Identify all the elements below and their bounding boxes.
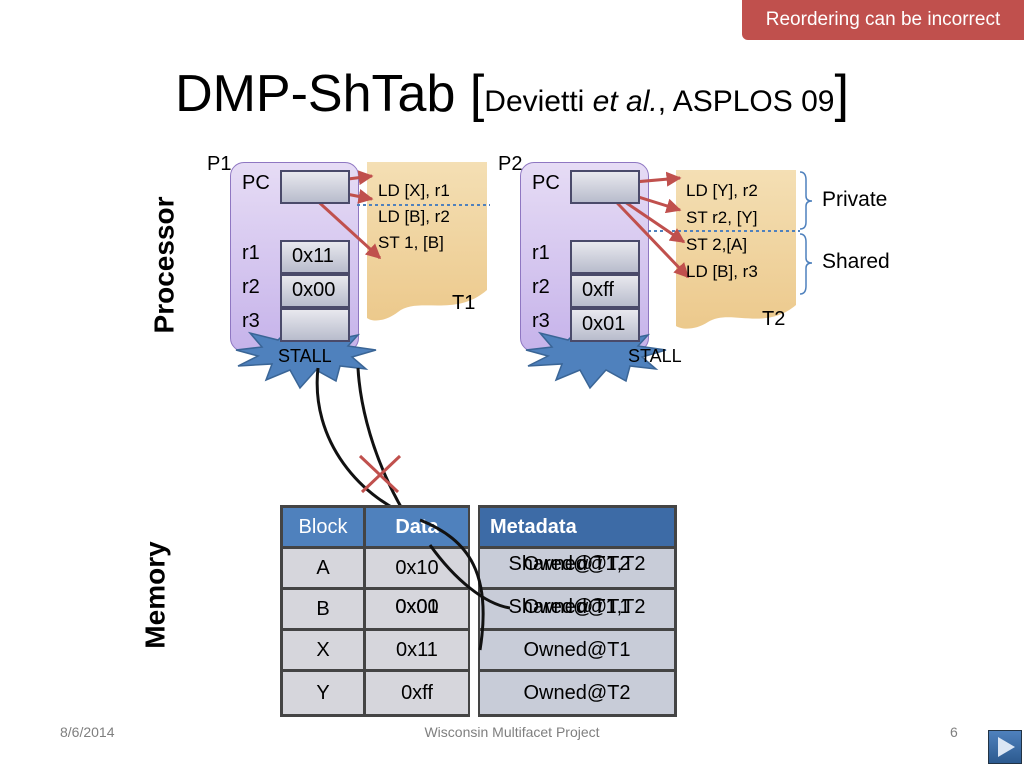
data-x: 0x11 — [366, 631, 468, 669]
t2-code-paper — [676, 170, 796, 329]
t1-code-line: LD [B], r2 — [378, 207, 450, 226]
slide-title: DMP-ShTab [Devietti et al., ASPLOS 09] — [175, 65, 849, 123]
p1-pc-label: PC — [242, 172, 270, 194]
p1-r2-register: 0x00 — [280, 274, 350, 308]
next-slide-button[interactable] — [988, 730, 1022, 764]
meta-x: Owned@T1 — [480, 631, 674, 669]
play-icon — [998, 737, 1015, 757]
p2-r3-register: 0x01 — [570, 308, 640, 342]
block-b: B — [283, 590, 363, 628]
p2-r2-register: 0xff — [570, 274, 640, 308]
private-bracket — [799, 171, 813, 230]
t2-code-line: ST r2, [Y] — [686, 208, 758, 227]
p2-label: P2 — [498, 153, 523, 175]
p2-r1-label: r1 — [532, 242, 550, 264]
p2-stall-label: STALL — [628, 346, 682, 366]
block-x: X — [283, 631, 363, 669]
t2-code-line: LD [Y], r2 — [686, 181, 758, 200]
t1-code-paper — [367, 162, 487, 321]
t2-code-line: ST 2,[A] — [686, 235, 748, 254]
private-label: Private — [822, 188, 888, 211]
page-number: 6 — [950, 724, 958, 740]
p1-label: P1 — [207, 153, 232, 175]
data-header: Data — [366, 508, 468, 546]
p1-r3-register — [280, 308, 350, 342]
block-y: Y — [283, 672, 363, 714]
reordering-badge: Reordering can be incorrect — [742, 0, 1024, 40]
shared-bracket — [799, 233, 813, 295]
t1-label: T1 — [452, 292, 476, 314]
memory-table-gap — [470, 505, 478, 717]
t2-label: T2 — [762, 308, 786, 330]
footer-date: 8/6/2014 — [60, 724, 115, 740]
p2-r2-label: r2 — [532, 276, 550, 298]
shared-label: Shared — [822, 250, 890, 273]
p1-r1-label: r1 — [242, 242, 260, 264]
t1-code-line: ST 1, [B] — [378, 233, 444, 252]
meta-y: Owned@T2 — [480, 672, 674, 714]
t1-code-line: LD [X], r1 — [378, 181, 450, 200]
data-b: 0x00 0x01 — [366, 590, 468, 628]
p1-r2-label: r2 — [242, 276, 260, 298]
meta-b: Shared@T1,T2 Owned@T1 — [480, 590, 674, 628]
meta-a: Shared@T1,T2 Owned@T2 — [480, 549, 674, 587]
metadata-header: Metadata — [480, 508, 674, 546]
p2-r1-register — [570, 240, 640, 274]
p2-r3-label: r3 — [532, 310, 550, 332]
block-a: A — [283, 549, 363, 587]
p1-r3-label: r3 — [242, 310, 260, 332]
p1-stall-label: STALL — [278, 346, 332, 366]
p2-pc-label: PC — [532, 172, 560, 194]
footer-title: Wisconsin Multifacet Project — [424, 724, 600, 740]
p1-pc-register — [280, 170, 350, 204]
t2-code-line: LD [B], r3 — [686, 262, 758, 281]
p2-pc-register — [570, 170, 640, 204]
block-header: Block — [283, 508, 363, 546]
p1-r1-register: 0x11 — [280, 240, 350, 274]
data-a: 0x10 — [366, 549, 468, 587]
data-y: 0xff — [366, 672, 468, 714]
